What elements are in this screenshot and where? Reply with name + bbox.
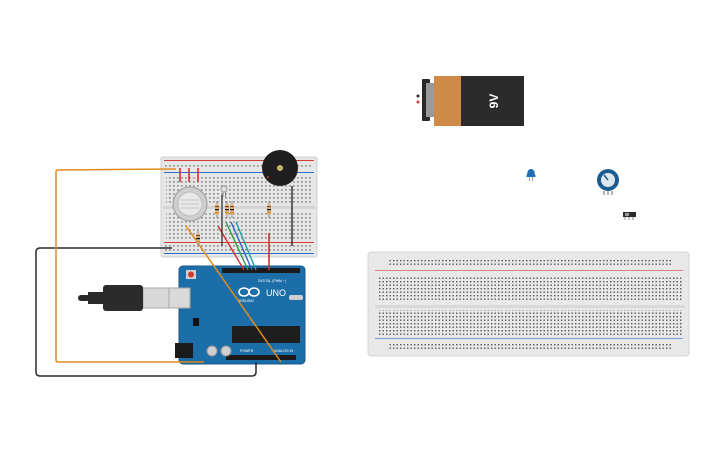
regulator bbox=[193, 318, 199, 326]
breadboard-large-bottom-rails bbox=[375, 338, 683, 351]
capacitor bbox=[220, 345, 232, 357]
breadboard-small-rail-red bbox=[164, 160, 314, 161]
led-indicator[interactable] bbox=[220, 185, 228, 197]
breadboard-small-bottom-rails bbox=[165, 245, 313, 251]
gas-sensor[interactable] bbox=[172, 186, 208, 222]
led-blue[interactable] bbox=[526, 169, 536, 181]
power-header-label: POWER bbox=[240, 349, 254, 353]
arduino-brand-label: ARDUINO bbox=[238, 299, 254, 303]
battery-9v[interactable]: 9V bbox=[416, 76, 525, 126]
wire-blue[interactable] bbox=[230, 221, 253, 271]
resistor[interactable] bbox=[225, 201, 229, 218]
breadboard-large-center-channel bbox=[375, 305, 685, 308]
wire-green[interactable] bbox=[225, 221, 249, 271]
wire-black[interactable] bbox=[35, 247, 257, 377]
microcontroller-chip bbox=[232, 326, 300, 343]
battery-cap bbox=[434, 76, 463, 126]
power-jack bbox=[175, 343, 193, 358]
usb-cable[interactable] bbox=[78, 285, 170, 311]
analog-header-label: ANALOG IN bbox=[274, 349, 294, 353]
reset-button[interactable] bbox=[188, 271, 194, 278]
battery-positive-lead bbox=[416, 100, 420, 104]
piezo-buzzer[interactable] bbox=[262, 150, 298, 186]
resistors[interactable] bbox=[196, 201, 271, 246]
battery-label: 9V bbox=[487, 94, 501, 109]
resistor[interactable] bbox=[196, 230, 200, 246]
breadboard-large-strip-upper bbox=[378, 276, 682, 302]
arduino-model-label: UNO bbox=[266, 288, 286, 298]
resistor[interactable] bbox=[230, 201, 234, 218]
battery-negative-lead bbox=[416, 94, 420, 98]
wire-orange-left[interactable] bbox=[55, 168, 204, 363]
breadboard-small-rail-blue-bottom bbox=[164, 253, 314, 254]
potentiometer[interactable] bbox=[597, 169, 619, 195]
crystal bbox=[289, 295, 303, 300]
usb-port bbox=[167, 287, 191, 309]
wire-teal[interactable] bbox=[235, 221, 257, 271]
battery-terminals bbox=[426, 83, 435, 117]
wires[interactable] bbox=[35, 168, 293, 377]
breadboard-large[interactable] bbox=[367, 251, 690, 357]
slide-switch[interactable] bbox=[623, 212, 636, 220]
arduino-logo bbox=[238, 287, 260, 297]
resistor[interactable] bbox=[215, 201, 219, 218]
digital-header bbox=[222, 268, 300, 273]
resistor[interactable] bbox=[267, 201, 271, 218]
arduino-uno[interactable]: UNO ARDUINO DIGITAL (PWM ~) POWER ANALOG… bbox=[167, 265, 306, 365]
breadboard-small-top-rails bbox=[165, 163, 313, 169]
capacitor bbox=[206, 345, 218, 357]
breadboard-large-top-rails bbox=[375, 258, 683, 271]
breadboard-small-center-channel bbox=[163, 206, 315, 209]
battery-body bbox=[461, 76, 524, 126]
breadboard-small-rail-red-bottom bbox=[164, 242, 314, 243]
power-analog-header bbox=[226, 355, 296, 360]
digital-header-label: DIGITAL (PWM ~) bbox=[258, 279, 286, 283]
breadboard-large-strip-lower bbox=[378, 310, 682, 336]
wire-orange-diagonal[interactable] bbox=[185, 225, 282, 363]
breadboard-small-rail-blue bbox=[164, 172, 314, 173]
